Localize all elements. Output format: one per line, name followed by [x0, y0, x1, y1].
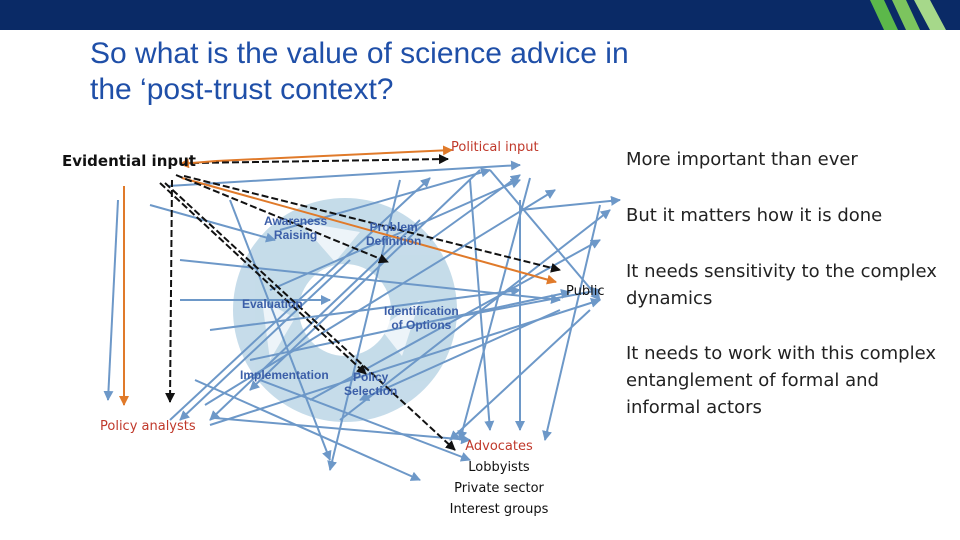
- stage-implementation-label: Implementation: [240, 368, 329, 382]
- stage-identification-options: Identification of Options: [384, 304, 459, 332]
- point-2: But it matters how it is done: [626, 205, 883, 226]
- title-line-1: So what is the value of science advice i…: [90, 37, 629, 70]
- political-evidential-link: [179, 158, 217, 169]
- point-4: It needs to work with this complex entan…: [626, 343, 936, 418]
- political-input-label: Political input: [451, 140, 539, 155]
- title-line-2: the ‘post-trust context?: [90, 73, 394, 106]
- advocates-group-label: Advocates Lobbyists Private sector Inter…: [440, 436, 558, 520]
- stage-problem-label: Problem Definition: [366, 220, 422, 248]
- stage-awareness-raising: Awareness Raising: [264, 214, 327, 242]
- stage-evaluation-label: Evaluation: [242, 297, 303, 311]
- stage-awareness-label: Awareness Raising: [264, 214, 328, 242]
- stage-implementation: Implementation: [240, 368, 329, 382]
- point-1: More important than ever: [626, 149, 858, 170]
- stage-evaluation: Evaluation: [242, 297, 303, 311]
- stage-identification-label: Identification of Options: [384, 304, 459, 332]
- lobbyists-label: Lobbyists: [468, 460, 530, 475]
- slide-title: So what is the value of science advice i…: [90, 36, 850, 108]
- header-bar: [0, 0, 960, 30]
- interest-groups-label: Interest groups: [449, 502, 549, 517]
- key-points-list: More important than ever But it matters …: [626, 146, 946, 450]
- political-arrows: [119, 145, 557, 406]
- advocates-label: Advocates: [465, 439, 533, 454]
- point-3: It needs sensitivity to the complex dyna…: [626, 261, 937, 309]
- stage-policy-selection: Policy Selection: [344, 370, 397, 398]
- evidential-arrows: [159, 154, 561, 451]
- public-label: Public: [566, 284, 605, 299]
- evidential-input-label: Evidential input: [62, 152, 196, 170]
- header-stripes-decoration: [870, 0, 946, 30]
- stage-selection-label: Policy Selection: [344, 370, 398, 398]
- stage-problem-definition: Problem Definition: [366, 220, 421, 248]
- policy-analysts-label: Policy analysts: [100, 419, 196, 434]
- private-sector-label: Private sector: [454, 481, 544, 496]
